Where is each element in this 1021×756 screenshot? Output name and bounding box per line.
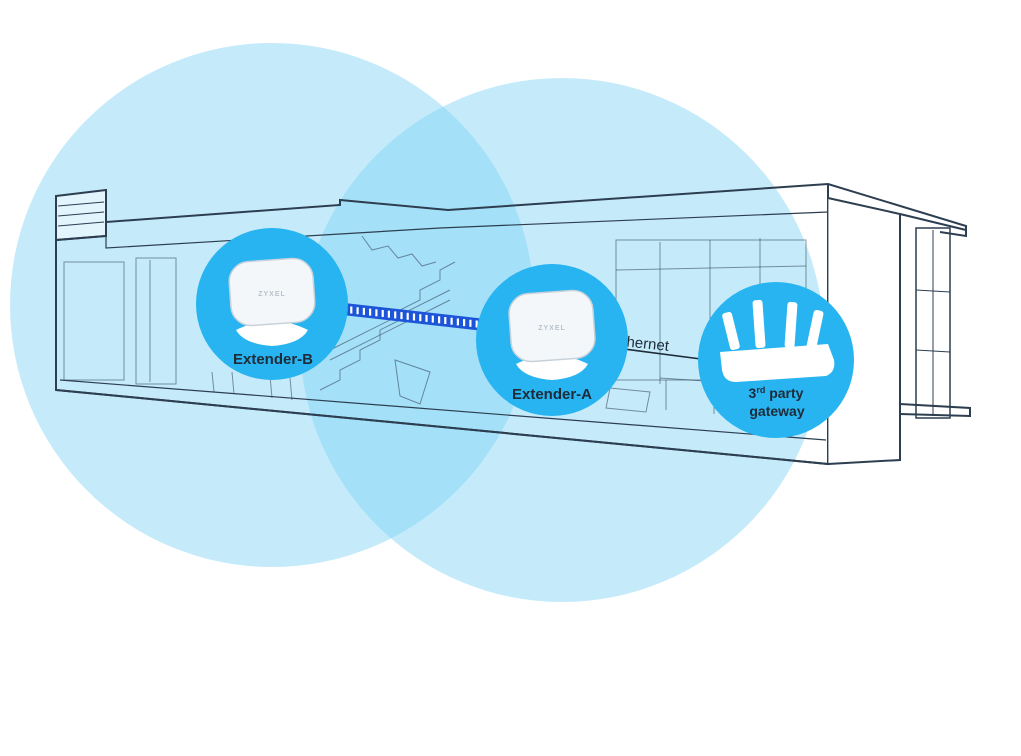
extender-a-node: ZYXEL Extender-A [476, 264, 628, 416]
gateway-label-line1: 3rd party [749, 385, 804, 401]
gateway-node: 3rd party gateway [698, 282, 854, 438]
gateway-label-line2: gateway [749, 403, 804, 419]
extender-b-node: ZYXEL Extender-B [196, 228, 348, 380]
extender-b-label: Extender-B [233, 351, 313, 368]
extender-a-label: Extender-A [512, 386, 592, 403]
extender-b-brand: ZYXEL [258, 291, 286, 298]
extender-a-brand: ZYXEL [538, 325, 566, 332]
extender-device-icon: ZYXEL [228, 257, 316, 346]
house-illustration [55, 182, 971, 466]
extender-device-icon: ZYXEL [508, 289, 596, 380]
router-icon [720, 299, 835, 382]
